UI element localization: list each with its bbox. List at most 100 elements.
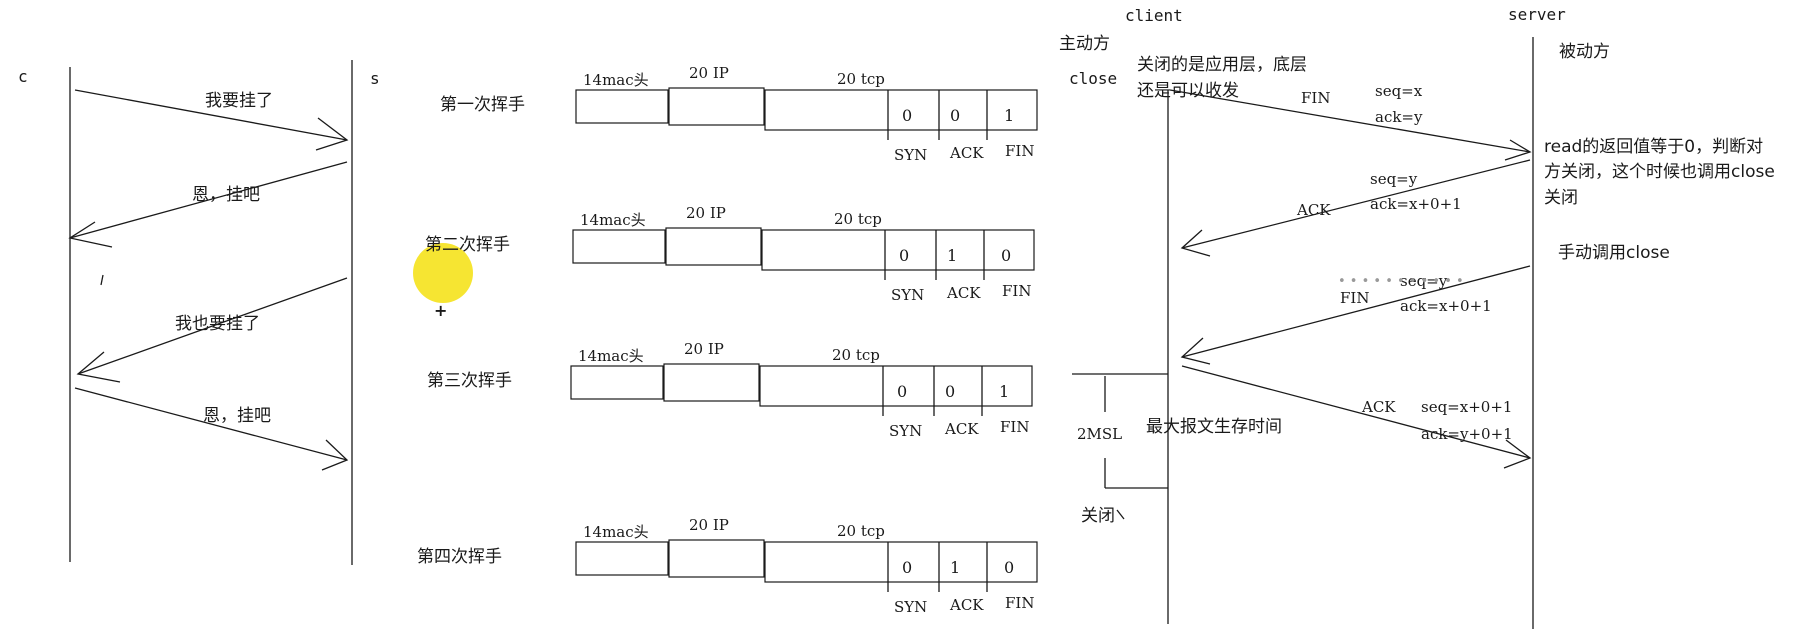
right-sequence: client server 主动方 被动方 close 关闭的是应用层，底层 还…	[1059, 5, 1775, 629]
handshake-3-bit-fin: 1	[999, 382, 1009, 401]
ack-1-ack: ack=x+0+1	[1370, 195, 1462, 213]
fin-1-label: FIN	[1301, 89, 1330, 107]
handshake-3-fin-caption: FIN	[1000, 418, 1029, 436]
app-layer-note-line-2: 还是可以收发	[1137, 81, 1239, 101]
fin-arrowhead-2	[1180, 337, 1211, 365]
left-conversation: c s 我要挂了 恩，挂吧 我也要挂了 恩，挂吧	[18, 60, 380, 565]
s-to-c-arrowhead-2	[76, 351, 121, 383]
handshake-2-syn-caption: SYN	[891, 286, 924, 304]
handshake-1-label: 第一次挥手	[440, 95, 525, 115]
ack-arrow-2	[1181, 365, 1531, 459]
handshake-2-ip-box	[665, 227, 762, 266]
read-note-line-1: read的返回值等于0，判断对	[1544, 137, 1763, 157]
handshake-2-ip-caption: 20 IP	[686, 204, 726, 222]
handshake-1-ip-caption: 20 IP	[689, 64, 729, 82]
handshake-1-fin-caption: FIN	[1005, 142, 1034, 160]
c-to-s-arrow-1	[74, 89, 348, 141]
closed-label: 关闭	[1081, 506, 1115, 526]
handshake-4-syn-caption: SYN	[894, 598, 927, 616]
handshake-1-bit-ack: 0	[950, 106, 960, 125]
c-to-s-arrowhead-2	[321, 439, 349, 471]
handshake-4-mac-box	[575, 541, 669, 576]
handshake-1-syn-caption: SYN	[894, 146, 927, 164]
handshake-1-tcp-caption: 20 tcp	[837, 70, 885, 88]
handshake-4-mac-caption: 14mac头	[583, 523, 649, 541]
handshake-3-label: 第三次挥手	[427, 371, 512, 391]
handshake-2-mac-caption: 14mac头	[580, 211, 646, 229]
handshake-3-ip-caption: 20 IP	[684, 340, 724, 358]
ack-2-ack: ack=y+0+1	[1421, 425, 1513, 443]
handshake-4-ack-caption: ACK	[949, 596, 984, 614]
fin-2-label: FIN	[1340, 289, 1369, 307]
handshake-3-bit-syn: 0	[897, 382, 907, 401]
server-label: server	[1508, 5, 1566, 24]
handshake-4-bit-fin: 0	[1004, 558, 1014, 577]
c-to-s-arrow-2	[74, 387, 348, 461]
cursor-highlight	[413, 243, 473, 303]
active-party-label: 主动方	[1059, 34, 1110, 54]
handshake-3-bit-ack: 0	[945, 382, 955, 401]
ack-2-seq: seq=x+0+1	[1421, 398, 1512, 416]
handshake-2-ack-caption: ACK	[946, 284, 981, 302]
handshake-3-ack-caption: ACK	[944, 420, 979, 438]
handshake-4-ip-box	[668, 539, 765, 578]
msg-2: 恩，挂吧	[192, 185, 260, 205]
handshake-3-tcp-box	[759, 365, 1033, 407]
handshake-4-fin-caption: FIN	[1005, 594, 1034, 612]
handshake-1-tcp-box	[764, 89, 1038, 131]
handshake-2-bit-syn: 0	[899, 246, 909, 265]
handshake-2-bit-ack: 1	[947, 246, 957, 265]
fin-arrow-2	[1181, 265, 1531, 358]
handshake-3-ip-box	[663, 363, 760, 402]
s-to-c-arrow-1	[69, 161, 348, 239]
handshake-2-label: 第二次挥手	[425, 235, 510, 255]
handshake-4-bit-syn: 0	[902, 558, 912, 577]
handshake-4-tcp-caption: 20 tcp	[837, 522, 885, 540]
handshake-3-tcp-caption: 20 tcp	[832, 346, 880, 364]
ack-2-label: ACK	[1361, 398, 1396, 416]
app-layer-note-line-1: 关闭的是应用层，底层	[1137, 55, 1307, 75]
handshake-2-mac-box	[572, 229, 666, 264]
ack-1-seq: seq=y	[1370, 170, 1418, 188]
passive-party-label: 被动方	[1559, 42, 1610, 62]
fin-2-ack: ack=x+0+1	[1400, 297, 1492, 315]
close-call-label: close	[1069, 69, 1117, 88]
handshake-4-tcp-box	[764, 541, 1038, 583]
handshake-4-bit-ack: 1	[950, 558, 960, 577]
handshake-3-syn-caption: SYN	[889, 422, 922, 440]
handshake-4-label: 第四次挥手	[417, 547, 502, 567]
read-note-line-2: 方关闭，这个时候也调用close	[1544, 162, 1775, 182]
handshake-2-tcp-caption: 20 tcp	[834, 210, 882, 228]
handshake-3-mac-box	[570, 365, 664, 400]
fin-1-seq: seq=x	[1375, 82, 1423, 100]
handshake-4-ip-caption: 20 IP	[689, 516, 729, 534]
handshake-1-ip-box	[668, 87, 765, 126]
c-to-s-arrowhead-1	[315, 117, 349, 151]
ack-arrowhead-2	[1503, 439, 1532, 469]
fin-1-ack: ack=y	[1375, 108, 1423, 126]
handshake-2-tcp-box	[761, 229, 1035, 271]
read-note-line-3: 关闭	[1544, 188, 1578, 208]
msl-label: 2MSL	[1077, 425, 1122, 443]
handshake-3-mac-caption: 14mac头	[578, 347, 644, 365]
ack-1-label: ACK	[1296, 201, 1331, 219]
fin-arrow-1	[1169, 89, 1531, 153]
fin-2-seq: seq=y	[1400, 272, 1448, 290]
msl-note: 最大报文生存时间	[1146, 417, 1282, 437]
s-to-c-arrowhead-1	[68, 221, 113, 248]
crosshair-icon: +	[434, 301, 447, 320]
handshake-1-mac-caption: 14mac头	[583, 71, 649, 89]
msg-1: 我要挂了	[205, 91, 273, 111]
msg-4: 恩，挂吧	[203, 406, 271, 426]
s-to-c-arrow-2	[77, 277, 348, 375]
fin-arrowhead-1	[1504, 139, 1532, 161]
closed-tick	[1116, 509, 1125, 520]
ack-arrowhead-1	[1180, 229, 1211, 257]
s-label: s	[370, 69, 380, 88]
handshake-1-bit-syn: 0	[902, 106, 912, 125]
faint-overwritten-note: • • • • • • • • • • •	[1338, 274, 1464, 289]
handshake-2-bit-fin: 0	[1001, 246, 1011, 265]
manual-close-note: 手动调用close	[1558, 243, 1670, 263]
